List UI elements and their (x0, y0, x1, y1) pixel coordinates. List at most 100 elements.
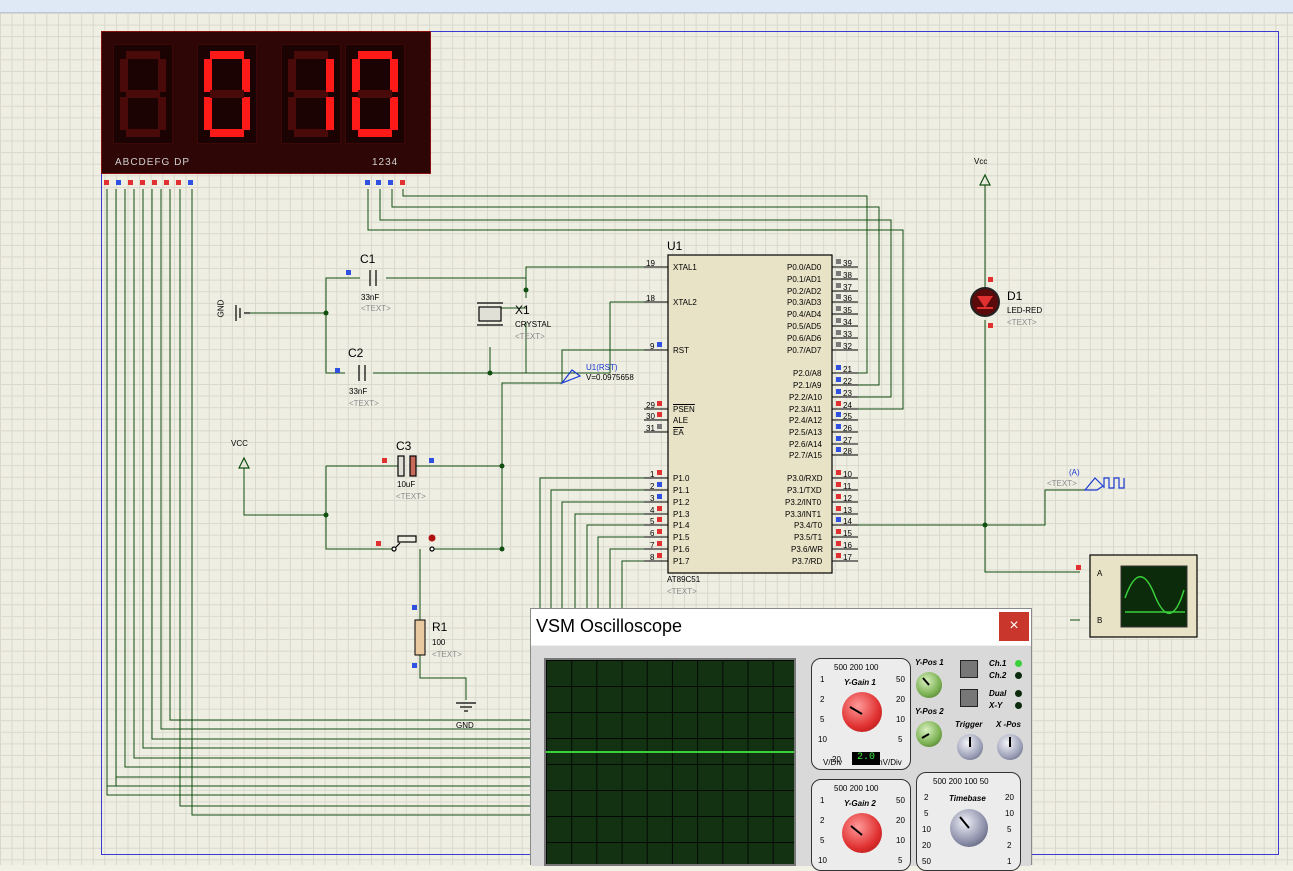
u1-pin-name: P1.3 (673, 510, 690, 519)
u1-pin-num: 24 (843, 401, 852, 410)
x1-ref[interactable]: X1 (515, 303, 530, 317)
u1-pin-name: P0.4/AD4 (787, 310, 822, 319)
timebase-top-scale: 500 200 100 50 (933, 777, 989, 786)
u1-pin-num: 18 (646, 294, 655, 303)
ygain1-scale-left: 1 (820, 675, 825, 684)
u1-pin-name: P2.2/A10 (789, 393, 822, 402)
ch1-led (1015, 660, 1022, 667)
ypos2-knob[interactable] (916, 721, 942, 747)
trigger-knob[interactable] (957, 734, 983, 760)
ygain2-top-scale: 500 200 100 (834, 784, 879, 793)
u1-pin-num: 32 (843, 342, 852, 351)
u1-pin-num: 23 (843, 389, 852, 398)
r1-ref[interactable]: R1 (432, 620, 448, 634)
ygain1-label: Y-Gain 1 (844, 678, 876, 687)
ygain2-knob[interactable] (842, 813, 882, 853)
u1-pin-num: 4 (650, 506, 655, 515)
ygain1-scale-right: 20 (896, 695, 905, 704)
u1-pin-name: P2.0/A8 (793, 369, 822, 378)
timebase-scale-left: 10 (922, 825, 931, 834)
u1-pin-name: PSEN (673, 405, 695, 414)
ygain1-scale-right: 10 (896, 715, 905, 724)
u1-pin-num: 21 (843, 365, 852, 374)
ygain2-scale-right: 20 (896, 816, 905, 825)
d1-text: <TEXT> (1007, 318, 1037, 327)
oscilloscope-window[interactable]: VSM Oscilloscope × 500 200 100 Y-Gain 1 … (530, 608, 1032, 871)
probe-label[interactable]: U1(RST) (586, 363, 618, 372)
u1-pin-num: 8 (650, 553, 655, 562)
u1-pin-num: 19 (646, 259, 655, 268)
ch-select-button[interactable] (960, 660, 978, 678)
u1-pin-name: P3.7/RD (792, 557, 823, 566)
segment-pin-labels: ABCDEFG DP (115, 157, 191, 168)
u1-pin-name: P3.0/RXD (787, 474, 823, 483)
u1-pin-num: 14 (843, 517, 852, 526)
u1-pin-name: P1.0 (673, 474, 690, 483)
d1-ref[interactable]: D1 (1007, 289, 1023, 303)
x1-value: CRYSTAL (515, 320, 552, 329)
ypos2-label: Y-Pos 2 (915, 707, 944, 716)
u1-pin-name: P2.7/A15 (789, 451, 822, 460)
ypos1-knob[interactable] (916, 672, 942, 698)
ch2-led (1015, 672, 1022, 679)
timebase-scale-right: 5 (1007, 825, 1012, 834)
timebase-knob[interactable] (950, 809, 988, 847)
u1-pin-num: 6 (650, 529, 655, 538)
u1-ref[interactable]: U1 (667, 239, 683, 253)
seven-segment-display[interactable]: ABCDEFG DP 1234 (101, 31, 431, 174)
c2-ref[interactable]: C2 (348, 346, 364, 360)
u1-pin-name: EA (673, 428, 684, 437)
ygain1-scale-left: 5 (820, 715, 825, 724)
timebase-scale-left: 50 (922, 857, 931, 866)
close-button[interactable]: × (999, 612, 1029, 641)
ygain2-label: Y-Gain 2 (844, 799, 876, 808)
ygain1-panel: 500 200 100 Y-Gain 1 1 2 5 10 20 50 20 1… (811, 658, 911, 770)
ygain1-unit-left: V/Div (823, 758, 843, 767)
c3-ref[interactable]: C3 (396, 439, 412, 453)
ygain2-scale-left: 10 (818, 856, 827, 865)
u1-pin-num: 31 (646, 424, 655, 433)
u1-text: <TEXT> (667, 587, 697, 596)
ch2-label: Ch.2 (989, 671, 1007, 680)
display-digit-2 (197, 44, 257, 144)
u1-pin-num: 37 (843, 283, 852, 292)
u1-pin-num: 35 (843, 306, 852, 315)
u1-pin-name: P3.5/T1 (794, 533, 823, 542)
vcc-label-right: Vcc (974, 157, 988, 166)
generator-label[interactable]: (A) (1069, 468, 1080, 477)
xpos-knob[interactable] (997, 734, 1023, 760)
scope-trace (546, 751, 794, 753)
u1-pin-num: 30 (646, 412, 655, 421)
u1-pin-name: XTAL2 (673, 298, 697, 307)
ygain1-unit-right: mV/Div (876, 758, 902, 767)
gnd-label-bottom: GND (456, 721, 474, 730)
oscilloscope-titlebar[interactable]: VSM Oscilloscope × (531, 609, 1031, 645)
u1-pin-num: 10 (843, 470, 852, 479)
u1-pin-name: P3.1/TXD (787, 486, 822, 495)
display-digit-3 (281, 44, 341, 144)
u1-pin-name: P1.4 (673, 521, 690, 530)
ygain1-top-scale: 500 200 100 (834, 663, 879, 672)
u1-pin-num: 28 (843, 447, 852, 456)
c1-ref[interactable]: C1 (360, 252, 376, 266)
probe-value: V=0.0975658 (586, 373, 634, 382)
u1-pin-num: 29 (646, 401, 655, 410)
ygain2-panel: 500 200 100 Y-Gain 2 1 2 5 10 50 20 10 5 (811, 779, 911, 871)
ygain1-knob[interactable] (842, 692, 882, 732)
u1-pin-name: P0.2/AD2 (787, 287, 822, 296)
u1-pin-num: 34 (843, 318, 852, 327)
vcc-label-left: VCC (231, 439, 248, 448)
u1-pin-num: 3 (650, 494, 655, 503)
xpos-label: X -Pos (996, 720, 1021, 729)
ygain1-scale-right: 50 (896, 675, 905, 684)
u1-pin-name: P0.0/AD0 (787, 263, 822, 272)
u1-pin-name: P1.5 (673, 533, 690, 542)
u1-pin-name: P3.6/WR (791, 545, 824, 554)
xy-led (1015, 702, 1022, 709)
mode-select-button[interactable] (960, 689, 978, 707)
oscilloscope-title: VSM Oscilloscope (536, 616, 683, 636)
ygain1-scale-left: 2 (820, 695, 825, 704)
u1-pin-num: 25 (843, 412, 852, 421)
display-digit-4 (345, 44, 405, 144)
